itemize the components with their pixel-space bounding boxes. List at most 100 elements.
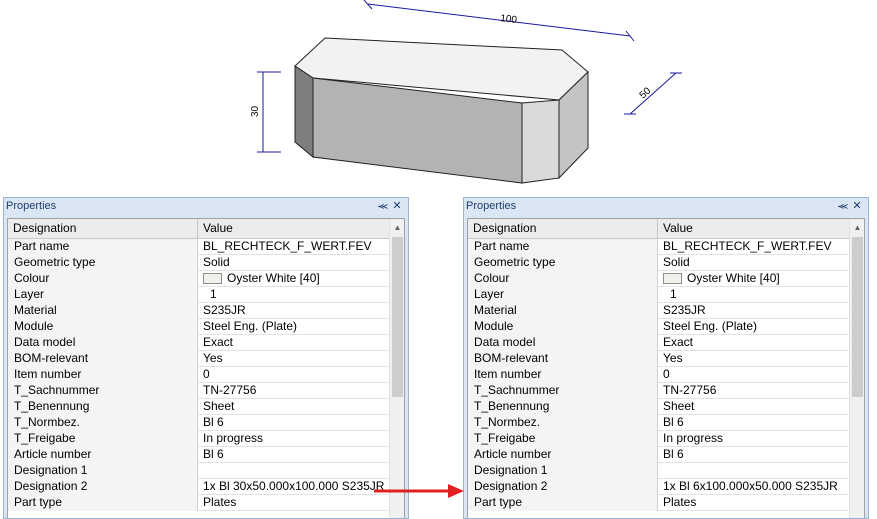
property-row[interactable]: T_Sachnummer TN-27756 — [468, 383, 850, 399]
property-value[interactable] — [658, 463, 850, 479]
model-viewport[interactable]: 100 50 30 — [0, 0, 877, 195]
vertical-scrollbar[interactable]: ▲ — [849, 219, 864, 518]
property-value[interactable]: S235JR — [203, 303, 246, 317]
dimension-depth-label: 50 — [638, 85, 654, 101]
property-value[interactable]: Bl 6 — [203, 447, 224, 461]
column-header-value[interactable]: Value — [658, 219, 850, 239]
property-value[interactable]: Sheet — [203, 399, 235, 413]
property-row[interactable]: T_Normbez.Bl 6 — [8, 415, 390, 431]
close-icon[interactable]: ✕ — [392, 200, 402, 212]
property-value[interactable]: 1x Bl 6x100.000x50.000 S235JR — [663, 479, 838, 493]
property-value[interactable]: 0 — [663, 367, 670, 381]
property-value[interactable]: Solid — [663, 255, 690, 269]
property-value[interactable]: In progress — [203, 431, 264, 445]
property-value[interactable]: Bl 6 — [663, 415, 684, 429]
property-row[interactable]: T_Normbez.Bl 6 — [468, 415, 850, 431]
property-value[interactable]: Yes — [203, 351, 223, 365]
property-value[interactable]: TN-27756 — [203, 383, 257, 397]
property-value-text: Oyster White [40] — [687, 271, 780, 285]
property-value[interactable]: Sheet — [663, 399, 695, 413]
property-value[interactable]: 0 — [203, 367, 210, 381]
property-row[interactable]: Designation 1 — [8, 463, 390, 479]
property-row[interactable]: Part type Plates — [468, 495, 850, 511]
property-row[interactable]: Designation 2 1x Bl 30x50.000x100.000 S23… — [8, 479, 390, 495]
property-name: T_Sachnummer — [468, 383, 658, 399]
dimension-height — [257, 71, 281, 153]
property-value[interactable]: Bl 6 — [203, 415, 224, 429]
property-value[interactable]: Exact — [203, 335, 234, 349]
property-value[interactable]: Exact — [663, 335, 694, 349]
property-value[interactable]: Plates — [663, 495, 697, 509]
property-value[interactable]: Steel Eng. (Plate) — [203, 319, 298, 333]
pin-icon[interactable]: ⪻ — [837, 200, 849, 212]
property-value[interactable]: Plates — [203, 495, 237, 509]
property-value[interactable]: Oyster White [40] — [198, 271, 390, 287]
property-value[interactable]: In progress — [663, 431, 724, 445]
property-value[interactable]: S235JR — [663, 303, 706, 317]
dimension-depth — [624, 72, 682, 115]
property-value[interactable] — [198, 463, 390, 479]
property-row[interactable]: Designation 1 — [468, 463, 850, 479]
property-value[interactable]: Steel Eng. (Plate) — [663, 319, 758, 333]
pin-icon[interactable]: ⪻ — [377, 200, 389, 212]
vertical-scrollbar[interactable]: ▲ — [389, 219, 404, 518]
grid-header: Designation Value — [8, 219, 390, 239]
property-name: Designation 1 — [8, 463, 198, 479]
property-name: Data model — [468, 335, 658, 351]
property-value[interactable]: BL_RECHTECK_F_WERT.FEV — [663, 239, 832, 253]
property-value[interactable]: BL_RECHTECK_F_WERT.FEV — [203, 239, 372, 253]
property-value[interactable]: Solid — [203, 255, 230, 269]
property-name: Designation 1 — [468, 463, 658, 479]
column-header-designation[interactable]: Designation — [468, 219, 658, 239]
column-header-designation[interactable]: Designation — [8, 219, 198, 239]
scrollbar-thumb[interactable] — [852, 237, 863, 397]
property-value[interactable]: Oyster White [40] — [658, 271, 850, 287]
scrollbar-thumb[interactable] — [392, 237, 403, 397]
property-value[interactable]: 1 — [210, 287, 217, 301]
property-name: Designation 2 — [8, 479, 198, 495]
scroll-up-icon[interactable]: ▲ — [853, 223, 862, 232]
property-value[interactable]: Bl 6 — [663, 447, 684, 461]
property-value[interactable]: 1x Bl 30x50.000x100.000 S235JR — [203, 479, 385, 493]
properties-panel-right: Properties ⪻ ✕ Designation Value Part na… — [463, 197, 869, 519]
property-value[interactable]: TN-27756 — [663, 383, 717, 397]
property-name: Colour — [8, 271, 198, 287]
property-value[interactable]: Yes — [663, 351, 683, 365]
property-row[interactable]: Data model Exact — [468, 335, 850, 351]
scroll-up-icon[interactable]: ▲ — [393, 223, 402, 232]
column-header-value[interactable]: Value — [198, 219, 390, 239]
property-value[interactable]: 1 — [670, 287, 677, 301]
dimension-height-label: 30 — [250, 105, 261, 117]
close-icon[interactable]: ✕ — [852, 200, 862, 212]
property-name: Part type — [468, 495, 658, 511]
